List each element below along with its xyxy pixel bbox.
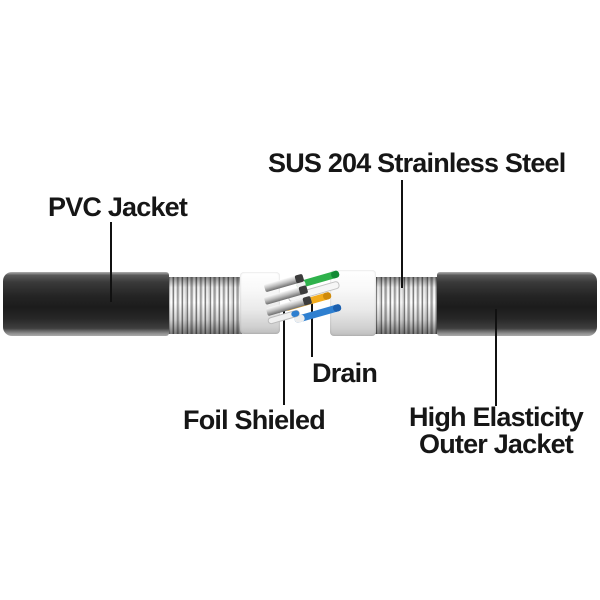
label-foil-shield: Foil Shieled (183, 405, 326, 435)
wire-foil-pair-3 (266, 296, 312, 316)
pointer-line-pvc-jacket (110, 222, 112, 302)
exposed-wires (264, 270, 342, 325)
label-drain: Drain (312, 358, 378, 388)
label-high-elasticity-line2: Outer Jacket (419, 429, 574, 459)
wire-white (288, 281, 340, 302)
wire-foil-pair-1 (264, 274, 304, 292)
pointer-line-sus-steel (401, 180, 403, 288)
label-pvc-jacket: PVC Jacket (48, 192, 188, 222)
pointer-line-drain (311, 302, 313, 357)
wire-white-blue (267, 309, 300, 325)
outer-jacket-right (437, 272, 597, 336)
wire-blue (294, 304, 342, 323)
pointer-line-high-elasticity (495, 309, 497, 406)
label-high-elasticity-line1: High Elasticity (408, 402, 584, 432)
label-high-elasticity: High Elasticity Outer Jacket (405, 404, 587, 458)
wire-foil-pair-2 (264, 285, 308, 305)
label-sus-steel: SUS 204 Strainless Steel (268, 148, 566, 178)
steel-braid-left (166, 277, 244, 334)
pvc-jacket-left (3, 272, 169, 336)
inner-jacket-right (330, 270, 376, 336)
pointer-line-foil-shield (283, 306, 285, 405)
